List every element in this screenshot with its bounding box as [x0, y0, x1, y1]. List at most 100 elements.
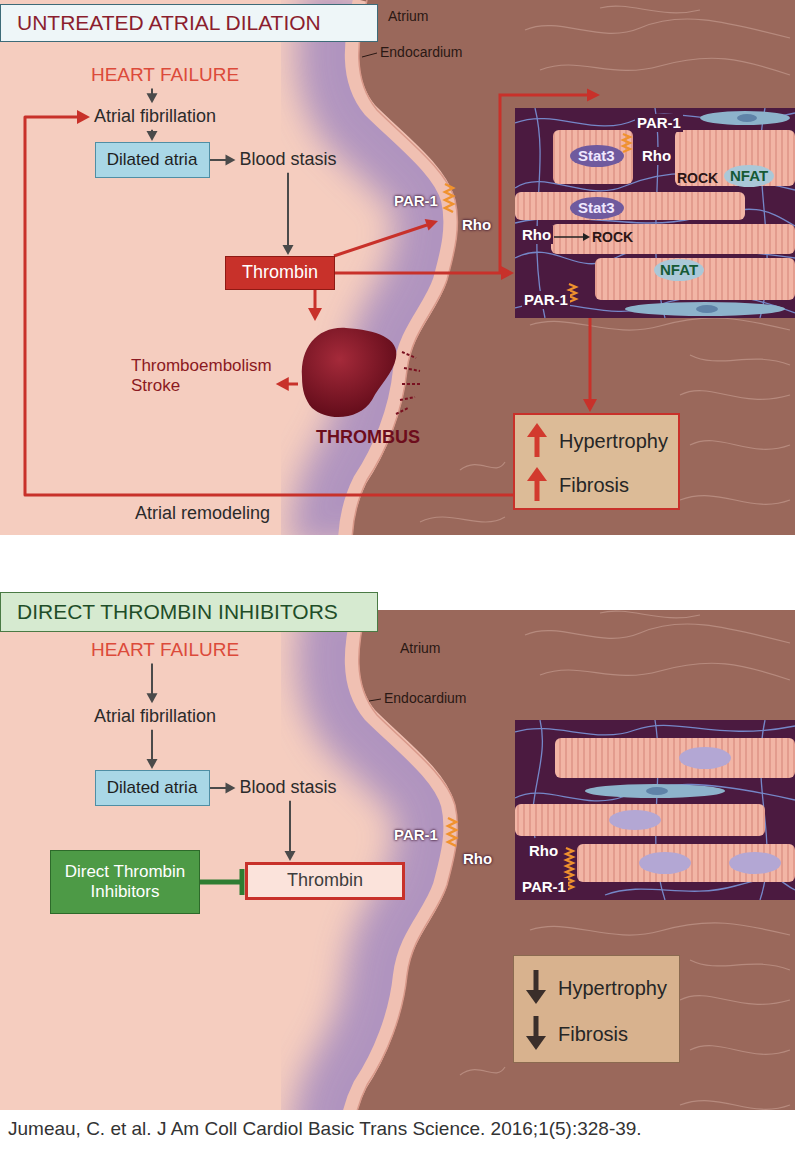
protein-label: Rho: [462, 216, 491, 234]
node-text: Dilated atria: [107, 150, 198, 170]
arrowhead: [583, 399, 597, 412]
leader-line: [362, 53, 377, 57]
connector-line: [210, 159, 228, 161]
arrowhead: [147, 131, 158, 141]
connector: [276, 377, 298, 391]
node-text: Fibrosis: [559, 473, 629, 497]
tissue-illustration: [679, 747, 731, 769]
connector-line: [200, 880, 242, 885]
connector-line: [210, 787, 228, 789]
increase-arrow: [535, 435, 540, 457]
tissue-illustration: [724, 165, 774, 187]
thrombus-illustration: [302, 328, 397, 417]
node-text: Hypertrophy: [558, 976, 667, 1000]
node-text: ROCK: [677, 169, 718, 187]
connector-line: [151, 730, 153, 761]
panel-background: [0, 610, 795, 1110]
node-text: NFAT: [730, 167, 768, 185]
receptor-label: PAR-1: [394, 826, 438, 844]
process-label: Atrial fibrillation: [91, 104, 219, 130]
drug-box: Direct Thrombin Inhibitors: [50, 850, 200, 914]
arrowhead: [147, 93, 158, 103]
fibrin-strands: [396, 352, 420, 414]
process-label: Atrial fibrillation: [91, 704, 219, 730]
node-text: Atrial fibrillation: [94, 106, 216, 128]
node-text: Stat3: [578, 147, 615, 165]
effect-box: HypertrophyFibrosis: [513, 413, 680, 510]
tissue-illustration: [515, 192, 745, 220]
tissue-inset: PAR-1Stat3RhoROCKNFATStat3RhoROCKNFATPAR…: [515, 108, 795, 318]
connector-line: [335, 272, 503, 275]
node-text: Thrombin: [242, 262, 318, 284]
tissue-illustration: [555, 738, 795, 778]
panel-background: [0, 610, 795, 1110]
tissue-illustration: [554, 236, 584, 238]
anatomy-label: Atrium: [400, 640, 440, 657]
edge-label: Atrial remodeling: [135, 503, 270, 525]
node-text: THROMBUS: [298, 426, 438, 448]
thrombus-shape: THROMBUS: [298, 322, 438, 462]
node-text: Thromboembolism Stroke: [131, 356, 272, 397]
tissue-illustration: [595, 258, 795, 300]
condition-label: HEART FAILURE: [88, 637, 242, 664]
source-caption: Jumeau, C. et al. J Am Coll Cardiol Basi…: [8, 1118, 642, 1141]
process-label: Blood stasis: [236, 147, 339, 173]
panel-tab: DIRECT THROMBIN INHIBITORS: [0, 592, 378, 632]
tissue-illustration: [696, 305, 718, 313]
node-text: HEART FAILURE: [91, 64, 239, 87]
inhibition-bar: [240, 869, 245, 895]
tissue-illustration: [729, 852, 781, 874]
connector-line: [25, 117, 513, 495]
increase-arrow: [515, 415, 555, 512]
thrombin-box: Thrombin: [245, 862, 405, 900]
par1-receptor: [448, 818, 456, 846]
node-text: ROCK: [592, 228, 633, 246]
arrowhead: [225, 155, 235, 166]
connector: [283, 173, 294, 255]
anatomy-label: Atrium: [388, 8, 428, 25]
tissue-illustration: [583, 233, 590, 241]
arrowhead: [308, 308, 322, 321]
node-text: Rho: [640, 147, 673, 165]
increase-arrow: [527, 423, 547, 501]
protein-label: Rho: [463, 850, 492, 868]
node-text: Direct Thrombin Inhibitors: [61, 862, 189, 903]
tissue-illustration: [609, 810, 661, 830]
decrease-arrow: [526, 970, 546, 1050]
tissue-illustration: [515, 804, 765, 836]
arrowhead: [501, 266, 514, 280]
process-box: Dilated atria: [95, 142, 210, 178]
tissue-illustration: [585, 784, 725, 798]
arrowhead: [285, 851, 296, 861]
node-text: Blood stasis: [239, 149, 336, 171]
anatomy-label: Endocardium: [380, 44, 463, 61]
panel-background: [0, 0, 795, 535]
thrombin-box: Thrombin: [225, 256, 335, 290]
connector-line: [151, 663, 153, 695]
connector: [285, 801, 296, 861]
increase-arrow: [535, 479, 540, 501]
tissue-illustration: [553, 130, 633, 184]
par1-receptor: [445, 184, 453, 212]
tissue-illustration: [577, 844, 795, 882]
thrombin-signal-arrow: [334, 225, 427, 256]
outcome-label: Thromboembolism Stroke: [128, 354, 275, 399]
panel-background: [0, 0, 795, 535]
tissue-illustration: [515, 108, 795, 318]
connector: [210, 155, 236, 166]
connector: [200, 869, 242, 895]
tissue-illustration: [515, 720, 795, 900]
tissue-illustration: [639, 852, 691, 874]
tissue-illustration: [569, 134, 630, 302]
node-text: Rho: [527, 842, 560, 860]
node-text: Dilated atria: [107, 778, 198, 798]
increase-arrow: [527, 467, 547, 481]
connector: [147, 663, 158, 703]
connector: [147, 730, 158, 769]
connector: [335, 266, 514, 280]
node-text: UNTREATED ATRIAL DILATION: [17, 10, 321, 35]
tissue-illustration: [654, 259, 704, 281]
effect-box: HypertrophyFibrosis: [513, 955, 680, 1063]
tissue-illustration: [646, 787, 668, 795]
tissue-illustration: [737, 114, 757, 122]
